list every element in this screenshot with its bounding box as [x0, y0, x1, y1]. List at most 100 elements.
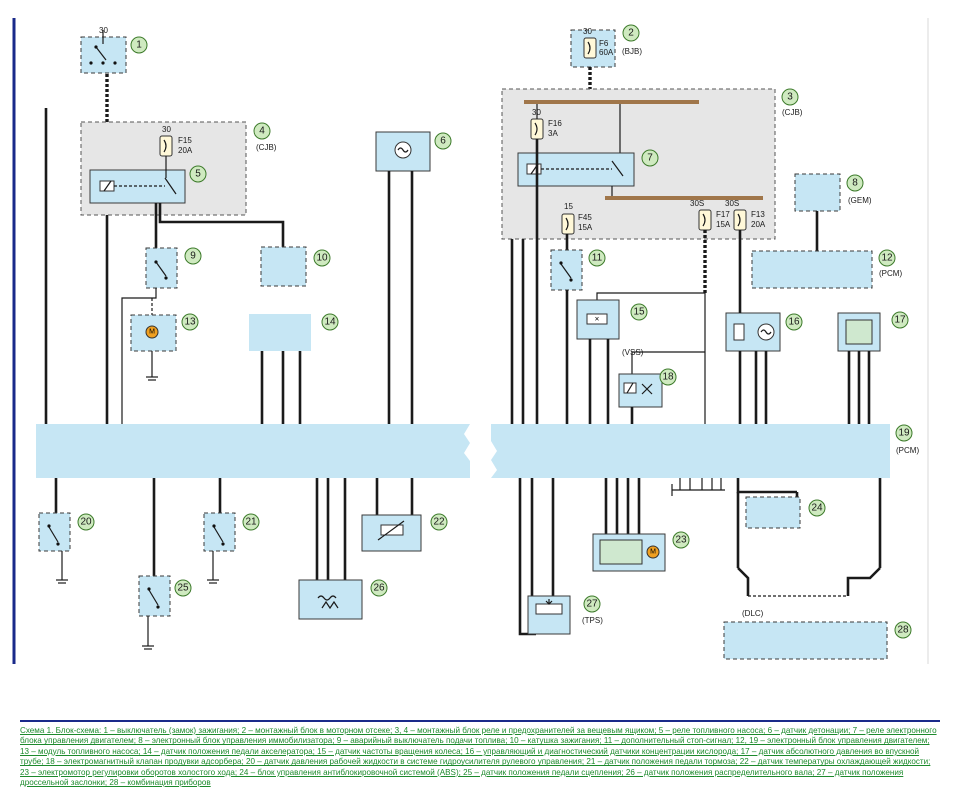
knock-sensor	[375, 131, 431, 172]
fuse-f13-rating: 20A	[751, 220, 766, 229]
callout-19: 19	[895, 424, 913, 442]
canister-purge-valve	[618, 373, 663, 408]
callout-10: 10	[313, 249, 331, 267]
callout-28: 28	[894, 621, 912, 639]
callout-21: 21	[242, 513, 260, 531]
camshaft-position-sensor	[298, 579, 363, 620]
svg-text:18: 18	[662, 372, 674, 383]
accelerator-pedal-sensor	[249, 314, 311, 351]
tps-tag: (TPS)	[582, 616, 603, 625]
wire-f17-to-15	[596, 292, 705, 300]
wires-14-to-pcm	[260, 351, 302, 424]
wires-17-to-pcm	[847, 351, 871, 424]
svg-text:21: 21	[245, 517, 257, 528]
svg-text:13: 13	[184, 317, 196, 328]
wires-cjb-to-pcm	[510, 139, 569, 424]
bjb-tag: (BJB)	[622, 47, 642, 56]
pcm19-tag: (PCM)	[896, 446, 919, 455]
svg-text:17: 17	[894, 315, 906, 326]
figure-caption: Схема 1. Блок-схема: 1 – выключатель (за…	[20, 720, 940, 788]
fuse-f16-rating: 3A	[548, 129, 558, 138]
fuse-f15-name: F15	[178, 136, 192, 145]
fuse-f17-name: F17	[716, 210, 730, 219]
callout-3: 3	[781, 88, 799, 106]
terminal-30-f15: 30	[162, 125, 171, 134]
pcm-left-section	[36, 424, 470, 478]
motor-13-label: M	[149, 329, 155, 336]
svg-text:20: 20	[80, 517, 92, 528]
inertia-fuel-cutoff-switch	[145, 247, 178, 289]
fuse-f13-name: F13	[751, 210, 765, 219]
pcm-upper-module	[751, 250, 873, 289]
pcm12-tag: (PCM)	[879, 269, 902, 278]
brake-pedal-switch	[203, 512, 236, 584]
terminal-30-f6: 30	[583, 27, 592, 36]
cjb3-tag: (CJB)	[782, 108, 803, 117]
motor-23-label: M	[650, 549, 656, 556]
pcm-ground-bus	[671, 478, 725, 496]
svg-text:15: 15	[633, 307, 645, 318]
svg-text:16: 16	[788, 317, 800, 328]
callout-5: 5	[189, 165, 207, 183]
abs-module	[745, 496, 801, 529]
callout-13: 13	[181, 313, 199, 331]
callout-22: 22	[430, 513, 448, 531]
cjb4-tag: (CJB)	[256, 143, 277, 152]
callout-17: 17	[891, 311, 909, 329]
svg-text:28: 28	[897, 625, 909, 636]
map-sensor	[837, 312, 881, 352]
vss-tag: (VSS)	[622, 348, 644, 357]
svg-text:6: 6	[440, 136, 446, 147]
clutch-pedal-switch	[138, 575, 171, 650]
wires-16-to-pcm	[738, 351, 768, 424]
svg-text:×: ×	[595, 315, 600, 324]
callout-26: 26	[370, 579, 388, 597]
callout-9: 9	[184, 247, 202, 265]
svg-text:11: 11	[592, 253, 603, 264]
gem-tag: (GEM)	[848, 196, 872, 205]
immobilizer-module	[794, 173, 841, 212]
callout-24: 24	[808, 499, 826, 517]
coolant-temperature-sensor	[361, 514, 422, 552]
terminal-30s-f13: 30S	[725, 199, 739, 208]
callout-20: 20	[77, 513, 95, 531]
svg-text:9: 9	[190, 251, 196, 262]
fuse-f45-name: F45	[578, 213, 592, 222]
pcm-right-section	[491, 424, 890, 478]
fuse-f6-name: F6	[599, 39, 609, 48]
engine-bay-junction-box: 30 F6 60A (BJB)	[570, 27, 642, 68]
ignition-coil	[260, 246, 307, 287]
terminal-30s-f17: 30S	[690, 199, 704, 208]
power-steering-pressure-switch	[38, 512, 71, 584]
svg-text:5: 5	[195, 169, 201, 180]
svg-text:3: 3	[787, 92, 793, 103]
wire-relay-to-coil	[158, 203, 285, 247]
fuse-f15-rating: 20A	[178, 146, 193, 155]
svg-text:2: 2	[628, 28, 634, 39]
callout-2: 2	[622, 24, 640, 42]
svg-text:8: 8	[852, 178, 858, 189]
svg-text:27: 27	[586, 599, 598, 610]
oxygen-sensors	[725, 312, 781, 352]
callout-1: 1	[130, 36, 148, 54]
svg-text:26: 26	[373, 583, 385, 594]
wires-23	[604, 478, 641, 534]
callout-8: 8	[846, 174, 864, 192]
callout-11: 11	[588, 249, 606, 267]
terminal-15-label: 15	[564, 202, 573, 211]
svg-text:10: 10	[316, 253, 328, 264]
callout-25: 25	[174, 579, 192, 597]
svg-text:4: 4	[259, 126, 265, 137]
svg-text:12: 12	[881, 253, 893, 264]
callout-6: 6	[434, 132, 452, 150]
callout-18: 18	[659, 368, 677, 386]
svg-text:25: 25	[177, 583, 189, 594]
dlc-connector: (DLC)	[736, 478, 882, 618]
fuse-f45-rating: 15A	[578, 223, 593, 232]
svg-text:19: 19	[898, 428, 910, 439]
wire-inertia-out	[121, 288, 157, 424]
callout-16: 16	[785, 313, 803, 331]
callout-12: 12	[878, 249, 896, 267]
svg-text:23: 23	[675, 535, 687, 546]
callout-14: 14	[321, 313, 339, 331]
